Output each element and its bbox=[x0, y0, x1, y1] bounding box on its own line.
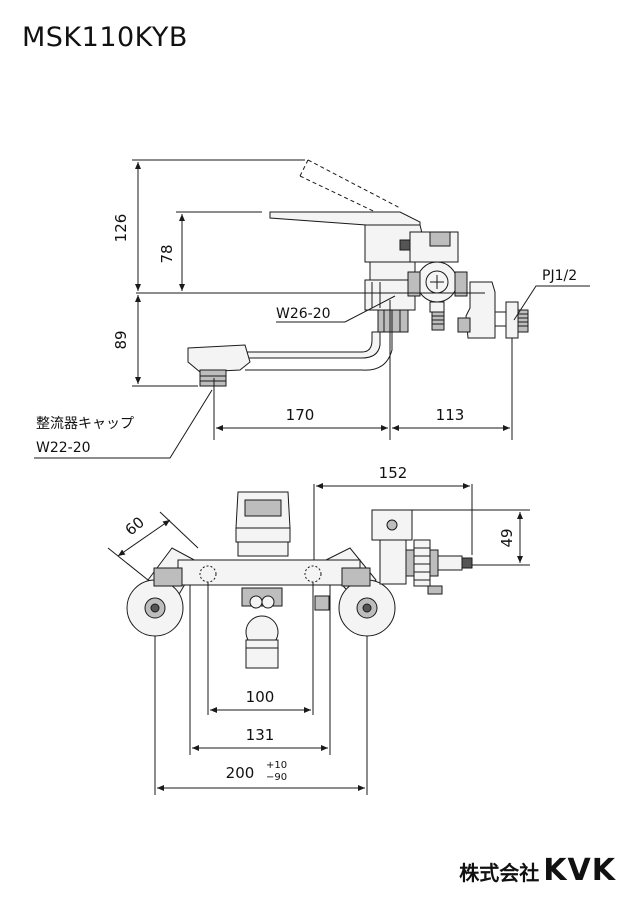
brand-prefix: 株式会社 bbox=[459, 861, 540, 885]
label-connector: PJ1/2 bbox=[542, 268, 577, 284]
label-thread: W26-20 bbox=[276, 306, 331, 322]
front-view bbox=[107, 483, 530, 795]
dim-spout-drop: 89 bbox=[112, 330, 130, 349]
dim-spout-reach: 170 bbox=[286, 406, 315, 424]
label-aerator-thread: W22-20 bbox=[36, 440, 91, 456]
knob-thread bbox=[431, 311, 445, 331]
connector-nut bbox=[505, 301, 519, 339]
wall-bracket bbox=[465, 281, 496, 339]
dim-center-a: 100 bbox=[246, 688, 275, 706]
dim-top-width: 152 bbox=[379, 464, 408, 482]
model-title: MSK110KYB bbox=[22, 22, 188, 53]
dim-pitch-tol-plus: +10 bbox=[266, 760, 287, 771]
brand-logo: 株式会社 KVK bbox=[459, 853, 616, 888]
dim-valve-height: 49 bbox=[498, 528, 516, 547]
lever-open-dashed bbox=[299, 159, 401, 221]
aerator bbox=[199, 369, 227, 387]
dim-pitch: 200 bbox=[226, 764, 255, 782]
side-view bbox=[34, 159, 590, 459]
dim-total-height: 126 bbox=[112, 214, 130, 243]
spout-nut bbox=[377, 309, 409, 333]
brand-name: KVK bbox=[543, 853, 616, 888]
dim-body-depth: 113 bbox=[436, 406, 465, 424]
spout-head bbox=[187, 344, 251, 373]
dim-angle-width: 60 bbox=[122, 513, 148, 539]
dim-lever-height: 78 bbox=[158, 244, 176, 263]
spout-pipe bbox=[244, 331, 381, 359]
dim-pitch-tol-minus: −90 bbox=[266, 772, 287, 783]
dim-center-b: 131 bbox=[246, 726, 275, 744]
spout-outlet bbox=[245, 639, 279, 669]
label-aerator-cap: 整流器キャップ bbox=[36, 416, 134, 432]
